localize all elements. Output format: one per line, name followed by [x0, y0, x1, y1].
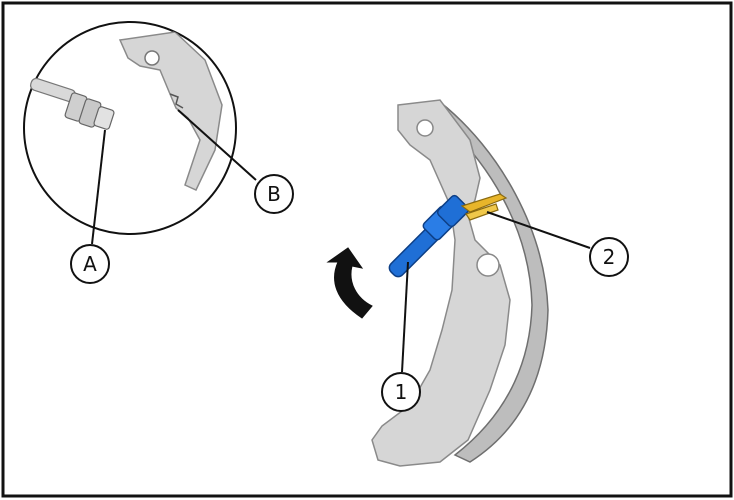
leader-line-b: [177, 109, 257, 181]
leader-line-a: [91, 129, 106, 245]
shoe-fragment-icon: [118, 31, 223, 191]
callout-2: 2: [589, 237, 629, 277]
callout-1: 1: [381, 372, 421, 412]
shoe-lining-icon: [428, 101, 549, 463]
shoe-center-hole-icon: [476, 253, 500, 277]
rotation-arrow-icon: [326, 247, 373, 319]
shoe-hole-icon: [144, 50, 160, 66]
callout-1-label: 1: [395, 380, 408, 404]
callout-2-label: 2: [603, 245, 616, 269]
shoe-top-hole-icon: [416, 119, 434, 137]
callout-b-label: B: [267, 182, 281, 206]
adjuster-lever-icon: [388, 194, 470, 278]
adjuster-pin-icon: [29, 77, 115, 130]
leader-line-2: [486, 211, 591, 249]
detail-circle: [23, 21, 237, 235]
callout-b: B: [254, 174, 294, 214]
adjuster-spring-icon: [460, 193, 508, 221]
callout-a-label: A: [83, 252, 97, 276]
notch-b-icon: [169, 93, 184, 109]
leader-line-1: [401, 261, 409, 373]
callout-a: A: [70, 244, 110, 284]
